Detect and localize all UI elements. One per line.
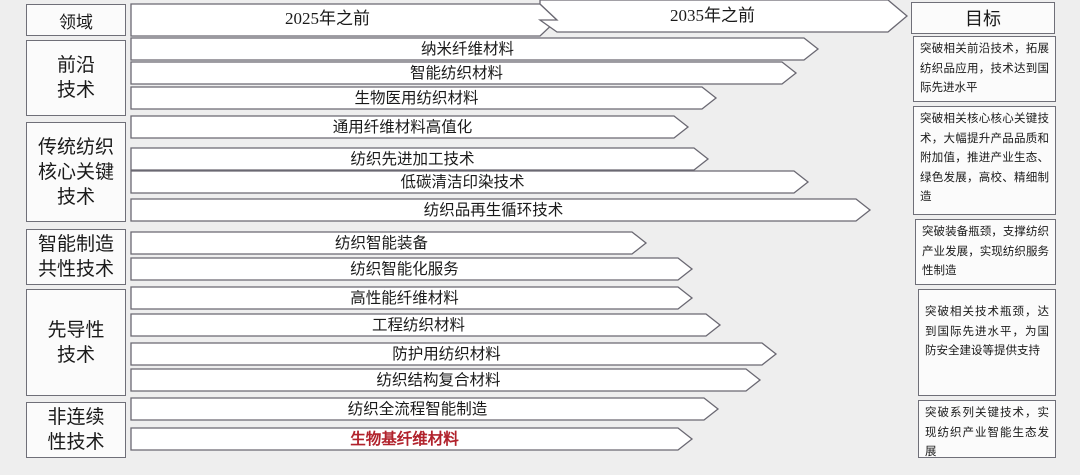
domain-header: 领域: [26, 4, 126, 36]
domain-smart-manufacturing-label: 智能制造 共性技术: [37, 233, 114, 280]
domain-traditional-core-label: 传统纺织 核心关键 技术: [37, 135, 114, 208]
technology-label: 智能纺织材料: [409, 64, 504, 82]
goal-frontier: 突破相关前沿技术，拓展纺织品应用，技术达到国际先进水平: [913, 36, 1056, 102]
goal-header: 目标: [911, 2, 1055, 34]
technology-label: 纺织智能化服务: [350, 260, 459, 278]
domain-header-label: 领域: [59, 12, 93, 33]
technology-arrow: [130, 427, 694, 451]
period-2035-label: 2035年之前: [670, 6, 755, 25]
goal-traditional-core-text: 突破相关核心核心关键技术，大幅提升产品品质和附加值，推进产业生态、绿色发展，高校…: [920, 111, 1049, 203]
technology-label: 通用纤维材料高值化: [332, 118, 473, 136]
technology-arrow: [130, 61, 798, 85]
technology-arrow: [130, 198, 872, 222]
domain-pioneering: 先导性 技术: [26, 289, 126, 396]
goal-pioneering: 突破相关技术瓶颈，达到国际先进水平，为国防安全建设等提供支持: [918, 289, 1056, 396]
domain-frontier-label: 前沿 技术: [56, 54, 95, 101]
technology-label: 高性能纤维材料: [350, 289, 459, 307]
technology-label: 纺织先进加工技术: [350, 150, 475, 168]
technology-arrow: [130, 86, 718, 110]
goal-frontier-text: 突破相关前沿技术，拓展纺织品应用，技术达到国际先进水平: [920, 41, 1049, 94]
technology-arrow: [130, 397, 720, 421]
technology-arrow: [130, 231, 648, 255]
period-2025-label: 2025年之前: [285, 9, 370, 28]
technology-label: 纳米纤维材料: [420, 40, 515, 58]
goal-discontinuous-text: 突破系列关键技术，实现纺织产业智能生态发展: [925, 405, 1049, 458]
technology-arrow: [130, 115, 690, 139]
domain-pioneering-label: 先导性 技术: [47, 318, 105, 366]
technology-label: 纺织智能装备: [334, 234, 429, 252]
goal-discontinuous: 突破系列关键技术，实现纺织产业智能生态发展: [918, 400, 1056, 458]
domain-traditional-core: 传统纺织 核心关键 技术: [26, 122, 126, 222]
technology-arrow: [130, 257, 694, 281]
technology-label: 低碳清洁印染技术: [400, 173, 525, 191]
technology-label: 纺织全流程智能制造: [347, 400, 488, 418]
technology-label: 纺织结构复合材料: [376, 371, 501, 389]
technology-arrow: [130, 368, 762, 392]
technology-label: 工程纺织材料: [371, 316, 466, 334]
goal-smart-manufacturing: 突破装备瓶颈，支撑纺织产业发展，实现纺织服务性制造: [915, 219, 1056, 285]
technology-arrow: [130, 313, 722, 337]
technology-label: 生物基纤维材料: [350, 430, 459, 448]
domain-smart-manufacturing: 智能制造 共性技术: [26, 229, 126, 285]
technology-label: 防护用纺织材料: [392, 345, 501, 363]
technology-label: 纺织品再生循环技术: [423, 201, 564, 219]
domain-discontinuous: 非连续 性技术: [26, 402, 126, 458]
technology-label: 生物医用纺织材料: [354, 89, 479, 107]
domain-frontier: 前沿 技术: [26, 40, 126, 116]
technology-arrow: [130, 147, 710, 171]
technology-arrow: [130, 37, 820, 61]
technology-arrow: [130, 170, 810, 194]
technology-arrow: [130, 342, 778, 366]
goal-pioneering-text: 突破相关技术瓶颈，达到国际先进水平，为国防安全建设等提供支持: [925, 304, 1049, 357]
goal-smart-manufacturing-text: 突破装备瓶颈，支撑纺织产业发展，实现纺织服务性制造: [922, 224, 1049, 277]
technology-arrow: [130, 286, 694, 310]
goal-traditional-core: 突破相关核心核心关键技术，大幅提升产品品质和附加值，推进产业生态、绿色发展，高校…: [913, 106, 1056, 215]
goal-header-label: 目标: [965, 9, 1001, 30]
domain-discontinuous-label: 非连续 性技术: [47, 406, 105, 453]
